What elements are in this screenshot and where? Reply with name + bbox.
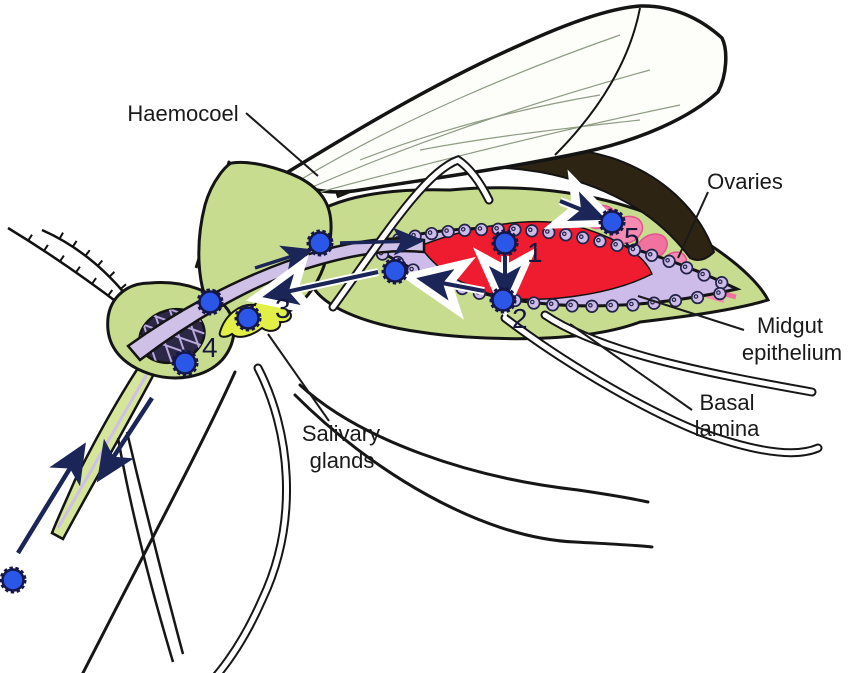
step-numbers: 1 2 3 4 5 [202, 222, 640, 363]
virus-particles [0, 208, 626, 594]
midgut-epithelium-label: Midgut epithelium [742, 313, 842, 365]
step-1-label: 1 [527, 237, 543, 268]
haemocoel-label: Haemocoel [127, 101, 238, 126]
virus-particle [598, 208, 626, 236]
legs [81, 154, 823, 673]
salivary-glands-label-line2: glands [310, 448, 375, 473]
basal-lamina-label-line2: lamina [695, 416, 761, 441]
virus-particle [306, 229, 334, 257]
virus-particle [234, 304, 262, 332]
salivary-glands-label-line1: Salivary [302, 421, 380, 446]
step-2-label: 2 [512, 303, 528, 334]
virus-particle [381, 257, 409, 285]
virus-particle [491, 229, 519, 257]
pointer-lines [245, 112, 745, 422]
virus-particle [489, 286, 517, 314]
step-3-label: 3 [275, 293, 291, 324]
salivary-glands-label: Salivary glands [302, 421, 380, 473]
proboscis [50, 360, 185, 663]
basal-lamina-label: Basal lamina [695, 390, 761, 441]
ovaries-label: Ovaries [707, 169, 783, 194]
flow-arrows [16, 169, 623, 555]
antennae [7, 226, 131, 307]
anatomical-labels: Haemocoel Ovaries Midgut epithelium Basa… [127, 101, 842, 473]
step-5-label: 5 [624, 222, 640, 253]
basal-lamina-label-line1: Basal [699, 390, 754, 415]
midgut-epithelium-label-line2: epithelium [742, 340, 842, 365]
midgut-epithelium-label-line1: Midgut [757, 313, 823, 338]
wing [280, 4, 728, 194]
virus-particle [196, 288, 224, 316]
virus-particle [171, 349, 199, 377]
virus-particle [0, 566, 27, 594]
step-4-label: 4 [202, 332, 218, 363]
